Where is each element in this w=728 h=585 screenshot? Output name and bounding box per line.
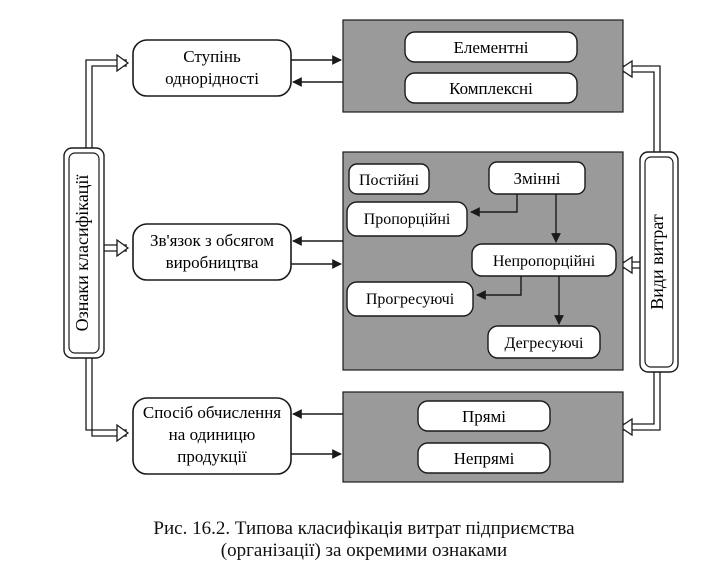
type-progressive: Прогресуючі	[346, 281, 474, 317]
type-complex-label: Комплексні	[449, 79, 533, 98]
criterion-calculation: Спосіб обчислення на одиницю продукції	[132, 397, 292, 475]
criteria-arrows	[291, 55, 343, 459]
criterion-volume-line2: виробництва	[166, 253, 259, 272]
cost-types-box: Види витрат	[639, 151, 679, 373]
criterion-homogeneity-line1: Ступінь	[183, 47, 241, 66]
criterion-calculation-line1: Спосіб обчислення	[143, 403, 281, 422]
type-fixed: Постійні	[348, 163, 430, 195]
type-disproportional-label: Непропорційні	[493, 253, 596, 270]
type-indirect: Непрямі	[417, 442, 551, 474]
type-proportional: Пропорційні	[346, 201, 468, 237]
type-disproportional: Непропорційні	[471, 243, 617, 277]
criterion-volume-line1: Зв'язок з обсягом	[150, 231, 274, 250]
criterion-homogeneity: Ступінь однорідності	[132, 39, 292, 97]
type-progressive-label: Прогресуючі	[366, 291, 455, 308]
classification-diagram: Ознаки класифікації Види витрат Ступінь …	[63, 19, 679, 483]
type-fixed-label: Постійні	[359, 172, 420, 189]
type-indirect-label: Непрямі	[454, 449, 515, 468]
type-degressive: Дегресуючі	[487, 325, 601, 359]
figure-caption: Рис. 16.2. Типова класифікація витрат пі…	[0, 518, 728, 562]
type-elementary-label: Елементні	[453, 38, 528, 57]
type-variable: Змінні	[488, 161, 586, 195]
cost-types-label: Види витрат	[647, 214, 667, 310]
type-direct-label: Прямі	[462, 407, 506, 426]
criterion-homogeneity-line2: однорідності	[165, 69, 259, 88]
left-hollow-arrowheads	[116, 53, 130, 443]
type-proportional-label: Пропорційні	[364, 211, 451, 228]
criterion-calculation-line3: продукції	[177, 447, 247, 466]
panel-volume-arrows	[470, 194, 564, 325]
figure-caption-line2: (організації) за окремими ознаками	[220, 540, 508, 561]
criterion-volume: Зв'язок з обсягом виробництва	[132, 223, 292, 281]
criterion-calculation-line2: на одиницю	[169, 425, 256, 444]
classification-criteria-label: Ознаки класифікації	[72, 175, 92, 332]
figure-caption-line1: Рис. 16.2. Типова класифікація витрат пі…	[153, 518, 575, 539]
right-connector	[622, 65, 661, 431]
type-complex: Комплексні	[404, 72, 578, 104]
right-hollow-arrowheads	[618, 59, 633, 437]
type-direct: Прямі	[417, 400, 551, 432]
type-variable-label: Змінні	[514, 169, 561, 188]
classification-criteria-box: Ознаки класифікації	[63, 147, 105, 359]
type-degressive-label: Дегресуючі	[505, 335, 585, 352]
type-elementary: Елементні	[404, 31, 578, 63]
